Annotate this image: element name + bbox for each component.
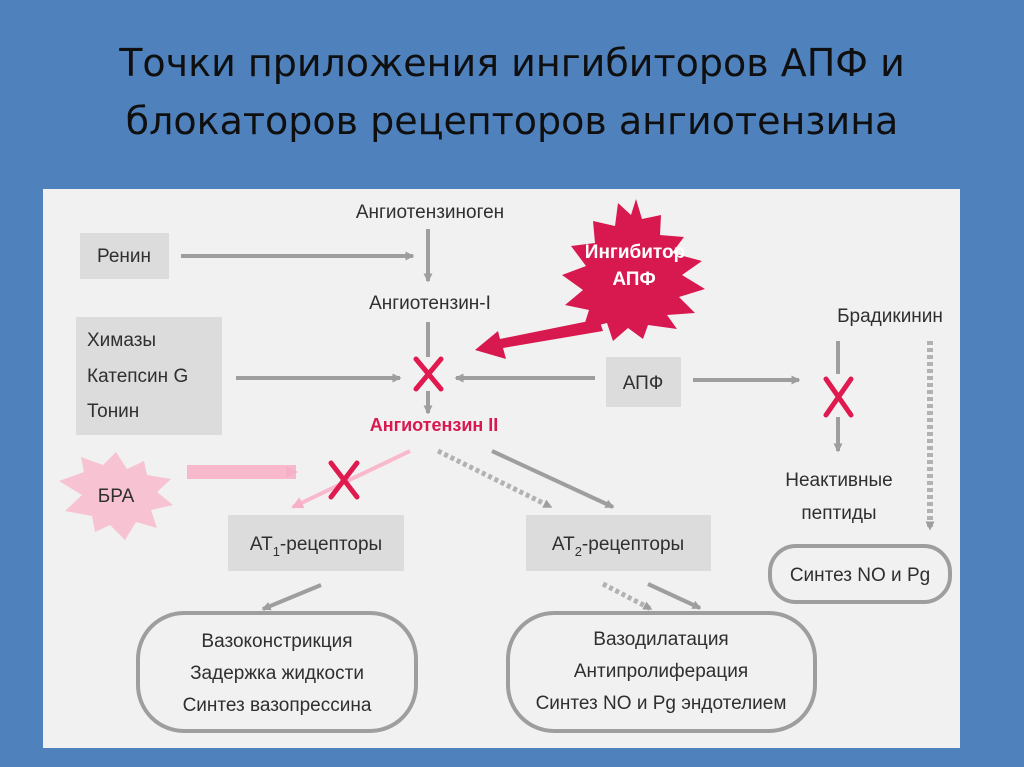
enzyme-tonin: Тонин [87,401,139,422]
at2-receptors-label: AT2-рецепторы [552,534,684,559]
angiotensinogen-label: Ангиотензиноген [356,202,504,223]
enzyme-cathepsin-g: Катепсин G [87,366,188,387]
title-line-1: Точки приложения ингибиторов АПФ и [119,41,905,85]
block-mark-ang-i [413,356,444,392]
effect-antiproliferation: Антипролиферация [574,661,748,682]
effect-vasodilation: Вазодилатация [593,629,728,650]
block-mark-at1 [328,460,360,500]
effect-endothelial-no-pg: Синтез NO и Pg эндотелием [536,693,787,714]
title-line-2: блокаторов рецепторов ангиотензина [125,99,899,143]
no-pg-synthesis-pill [768,544,952,604]
effect-vasopressin-synthesis: Синтез вазопрессина [183,695,372,716]
arrow-to-at2 [491,449,615,509]
ace-label: АПФ [623,373,664,394]
arb-star [59,452,173,540]
inactive-peptides-line1: Неактивные [785,470,893,491]
at1-receptors-box [228,515,404,571]
at2-receptors-box [526,515,711,571]
ace-inhibitor-arrow [475,319,603,359]
enzymes-box [76,317,222,435]
at1-effects-pill [136,611,418,733]
at1-receptors-label: AT1-рецепторы [250,534,382,559]
block-mark-bradykinin [823,376,854,418]
bradykinin-label: Брадикинин [837,306,943,327]
arrow-at2-to-effects [647,582,702,610]
arrow-at1-to-effects [261,583,322,611]
ace-inhibitor-label-2: АПФ [612,269,655,290]
effect-fluid-retention: Задержка жидкости [190,663,364,684]
ace-inhibitor-label-1: Ингибитор [585,242,685,263]
at2-effects-pill [506,611,817,733]
dashed-arrow-to-at2 [436,448,553,510]
effect-vasoconstriction: Вазоконстрикция [201,631,352,652]
no-pg-synthesis-label: Синтез NO и Pg [790,565,930,586]
diagram-panel: Ангиотензиноген Ренин Ангиотензин-I Инги… [43,189,960,748]
ace-inhibitor-star [562,199,705,341]
angiotensin-ii-label: Ангиотензин II [370,415,499,435]
arrow-ang-ii-to-at1 [291,449,411,509]
inactive-peptides-line2: пептиды [801,503,876,524]
angiotensin-i-label: Ангиотензин-I [369,293,491,314]
raas-diagram: Ангиотензиноген Ренин Ангиотензин-I Инги… [59,199,952,733]
renin-box [80,233,169,279]
ace-box [606,357,681,407]
enzyme-chymase: Химазы [87,330,156,351]
renin-label: Ренин [97,246,151,267]
arb-label: БРА [98,486,135,507]
dashed-arrow-at2-to-effects [601,581,653,612]
slide-title: Точки приложения ингибиторов АПФ и блока… [0,34,1024,150]
